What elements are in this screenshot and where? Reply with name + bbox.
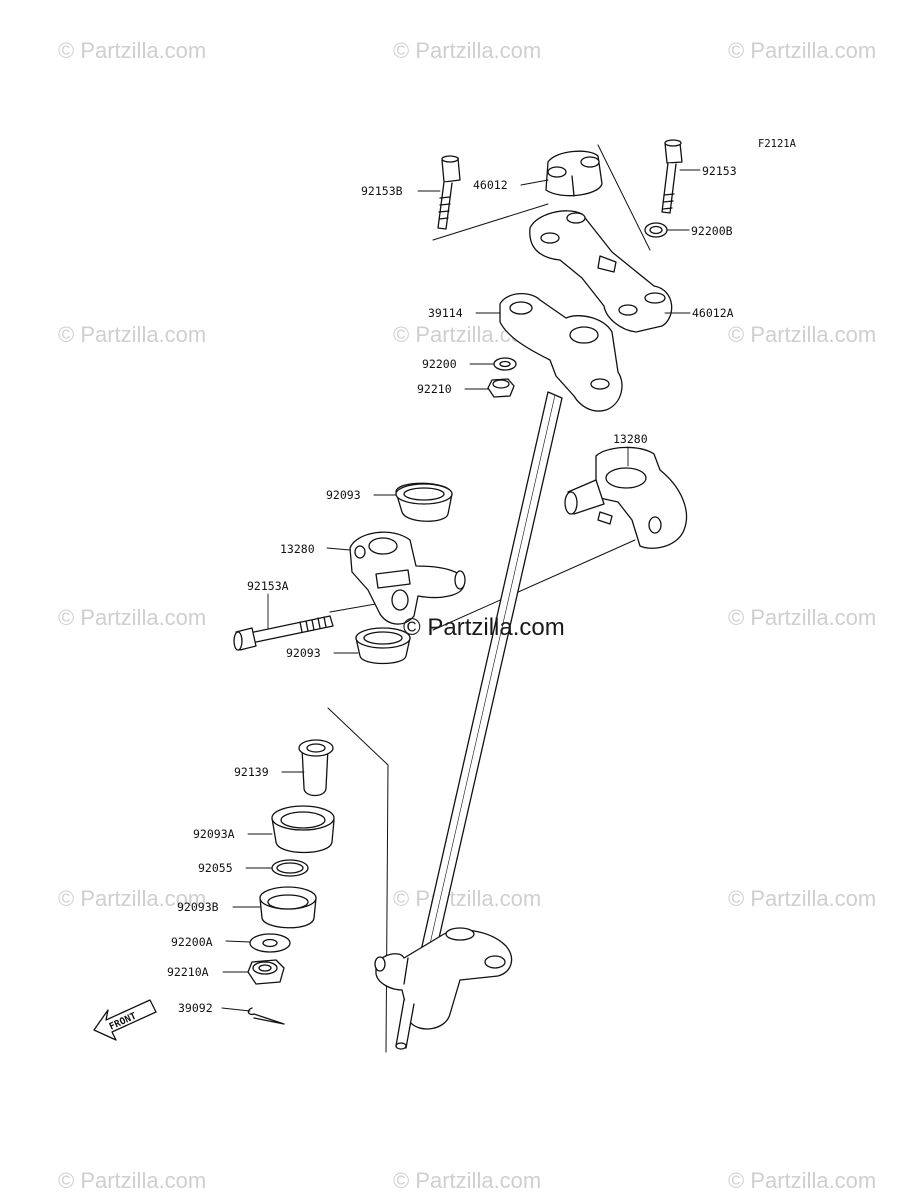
center-watermark: © Partzilla.com [403, 614, 565, 641]
leader-lines [221, 169, 701, 1012]
part-label-92200[interactable]: 92200 [422, 357, 457, 371]
pitman-arm [374, 927, 513, 1050]
washer-92200a [249, 933, 291, 953]
watermark: © Partzilla.com [393, 886, 542, 911]
part-label-92093-upper[interactable]: 92093 [326, 488, 361, 502]
part-label-92210[interactable]: 92210 [417, 382, 452, 396]
bearing-92093a [271, 805, 335, 854]
seal-92093-upper [395, 482, 453, 522]
part-label-92153b[interactable]: 92153B [361, 184, 403, 198]
nut-92210 [487, 378, 515, 398]
shaft-holder-plate [499, 293, 623, 412]
part-label-92153a[interactable]: 92153A [247, 579, 289, 593]
assembly-bracket-lines [327, 144, 651, 1053]
part-label-92093b[interactable]: 92093B [177, 900, 219, 914]
watermark: © Partzilla.com [728, 38, 877, 63]
part-label-92200a[interactable]: 92200A [171, 935, 213, 949]
part-label-92139[interactable]: 92139 [234, 765, 269, 779]
watermark: © Partzilla.com [728, 1168, 877, 1193]
watermark: © Partzilla.com [393, 38, 542, 63]
bolt-92153a [233, 615, 334, 651]
handlebar-holder-upper [545, 150, 603, 197]
watermark: © Partzilla.com [58, 322, 207, 347]
bolt-92153b [437, 155, 461, 230]
watermark: © Partzilla.com [728, 605, 877, 630]
bolt-92153 [661, 139, 683, 214]
front-arrow-icon [93, 999, 157, 1041]
part-label-46012[interactable]: 46012 [473, 178, 508, 192]
part-label-92055[interactable]: 92055 [198, 861, 233, 875]
watermark: © Partzilla.com [393, 1168, 542, 1193]
cotter-pin-39092 [247, 1007, 285, 1025]
washer-92200 [493, 357, 517, 371]
part-label-92210a[interactable]: 92210A [167, 965, 209, 979]
part-label-13280-right[interactable]: 13280 [613, 432, 648, 446]
nut-92210a [247, 959, 285, 985]
part-label-92153[interactable]: 92153 [702, 164, 737, 178]
part-label-92200b[interactable]: 92200B [691, 224, 733, 238]
watermark: © Partzilla.com [728, 322, 877, 347]
handlebar-holder-lower [529, 210, 673, 333]
steering-shaft [419, 391, 563, 961]
oring-92055 [271, 859, 309, 877]
part-label-92093-lower[interactable]: 92093 [286, 646, 321, 660]
seal-92093-lower [355, 627, 411, 665]
shaft-holder-right [564, 446, 688, 549]
watermark: © Partzilla.com [58, 886, 207, 911]
bushing-92139 [298, 739, 334, 797]
part-label-39114[interactable]: 39114 [428, 306, 463, 320]
washer-92200b [644, 222, 668, 238]
part-label-39092[interactable]: 39092 [178, 1001, 213, 1015]
shaft-holder-left [349, 531, 466, 625]
watermark: © Partzilla.com [58, 1168, 207, 1193]
part-label-13280-left[interactable]: 13280 [280, 542, 315, 556]
part-label-46012a[interactable]: 46012A [692, 306, 734, 320]
watermark: © Partzilla.com [58, 38, 207, 63]
part-label-92093a[interactable]: 92093A [193, 827, 235, 841]
watermark: © Partzilla.com [728, 886, 877, 911]
seal-92093b [259, 886, 317, 929]
figure-code: F2121A [758, 138, 796, 150]
watermark: © Partzilla.com [58, 605, 207, 630]
